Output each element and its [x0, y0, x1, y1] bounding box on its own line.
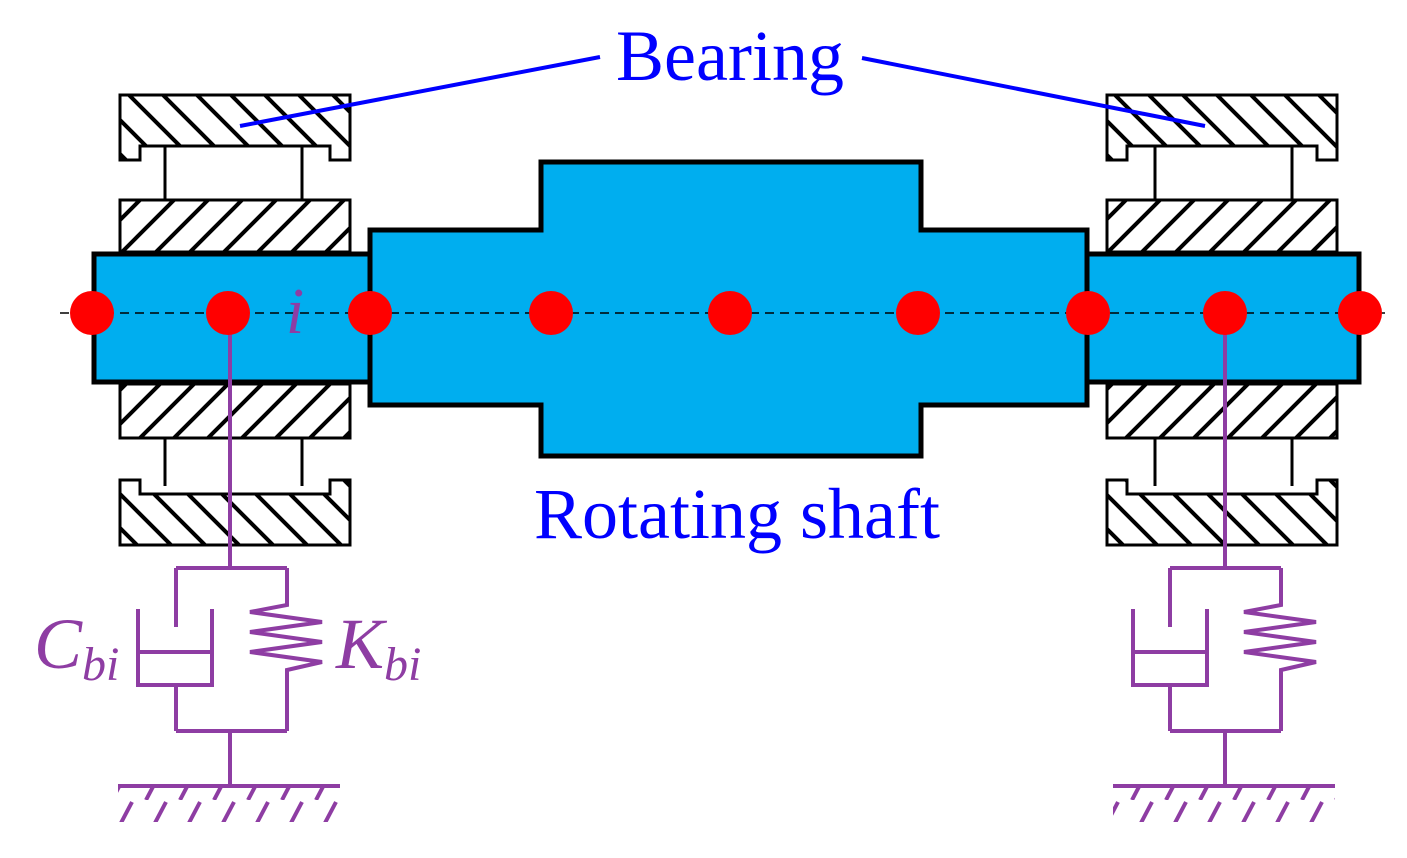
bearing-leaders [239, 55, 1206, 128]
left-ground-hatch [118, 788, 340, 822]
node [708, 291, 752, 335]
right-ground-hatch [1113, 788, 1335, 822]
node [348, 291, 392, 335]
right-bearing-inner-top [1105, 198, 1339, 254]
left-support [118, 313, 340, 788]
right-bearing-outer-bottom [1105, 478, 1339, 547]
right-spring-icon [1243, 568, 1317, 731]
node [206, 291, 250, 335]
right-bearing-outer-top [1105, 93, 1339, 162]
left-spring-icon [249, 568, 323, 731]
left-bearing-outer-top [118, 93, 352, 162]
damping-label: Cbi [34, 604, 119, 691]
right-bearing-inner-bottom [1105, 382, 1339, 440]
node-index-label: i [286, 275, 304, 348]
node [1203, 291, 1247, 335]
node [1066, 291, 1110, 335]
shaft-label: Rotating shaft [534, 474, 940, 554]
left-bearing-inner-bottom [118, 382, 352, 440]
node [529, 291, 573, 335]
node [1338, 291, 1382, 335]
stiffness-label: Kbi [335, 604, 421, 691]
node [896, 291, 940, 335]
right-support [1113, 313, 1335, 788]
node [70, 291, 114, 335]
left-bearing-inner-top [118, 198, 352, 254]
left-bearing [118, 93, 352, 547]
left-bearing-outer-bottom [118, 478, 352, 547]
right-bearing [1105, 93, 1339, 547]
shaft-nodes [70, 291, 1382, 335]
bearing-label: Bearing [616, 16, 844, 96]
